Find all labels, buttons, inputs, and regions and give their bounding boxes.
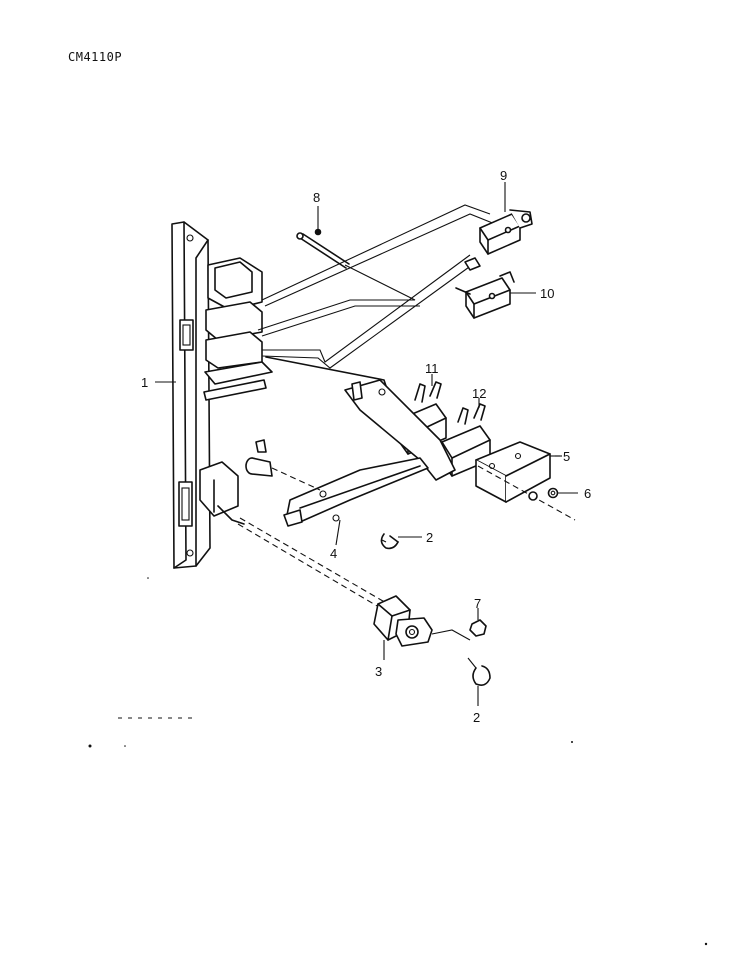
callout-1: 1 <box>141 375 148 390</box>
screw-part-8 <box>296 206 350 269</box>
switch-part-9 <box>479 182 533 255</box>
nut-part-7 <box>469 608 487 637</box>
cam-part-3 <box>373 595 471 660</box>
callout-12: 12 <box>472 386 486 401</box>
actuator-rod <box>237 517 389 611</box>
callout-5: 5 <box>563 449 570 464</box>
model-number: CM4110P <box>68 50 123 64</box>
eclip-part-2-lower <box>467 657 491 706</box>
pivot-pin <box>245 439 321 491</box>
callout-11: 11 <box>425 361 439 376</box>
callout-2-lower: 2 <box>473 710 480 725</box>
latch-plate-part-1 <box>171 221 273 569</box>
switch-part-10 <box>455 257 536 319</box>
callout-3: 3 <box>375 664 382 679</box>
lever-part-4 <box>283 457 429 546</box>
switch-bracket <box>344 379 456 481</box>
callout-8: 8 <box>313 190 320 205</box>
callout-6: 6 <box>584 486 591 501</box>
callout-4: 4 <box>330 546 337 561</box>
nut-part-6 <box>477 465 578 521</box>
scan-marks <box>88 577 708 946</box>
cover-plate-part-5 <box>475 441 562 503</box>
callouts: 1 2 2 3 4 5 6 7 8 9 10 11 12 <box>141 168 591 725</box>
callout-9: 9 <box>500 168 507 183</box>
callout-7: 7 <box>474 596 481 611</box>
leader-lines <box>155 381 560 543</box>
eclip-part-2-upper <box>380 533 422 550</box>
wire-harness <box>257 204 496 393</box>
callout-2-upper: 2 <box>426 530 433 545</box>
callout-10: 10 <box>540 286 554 301</box>
